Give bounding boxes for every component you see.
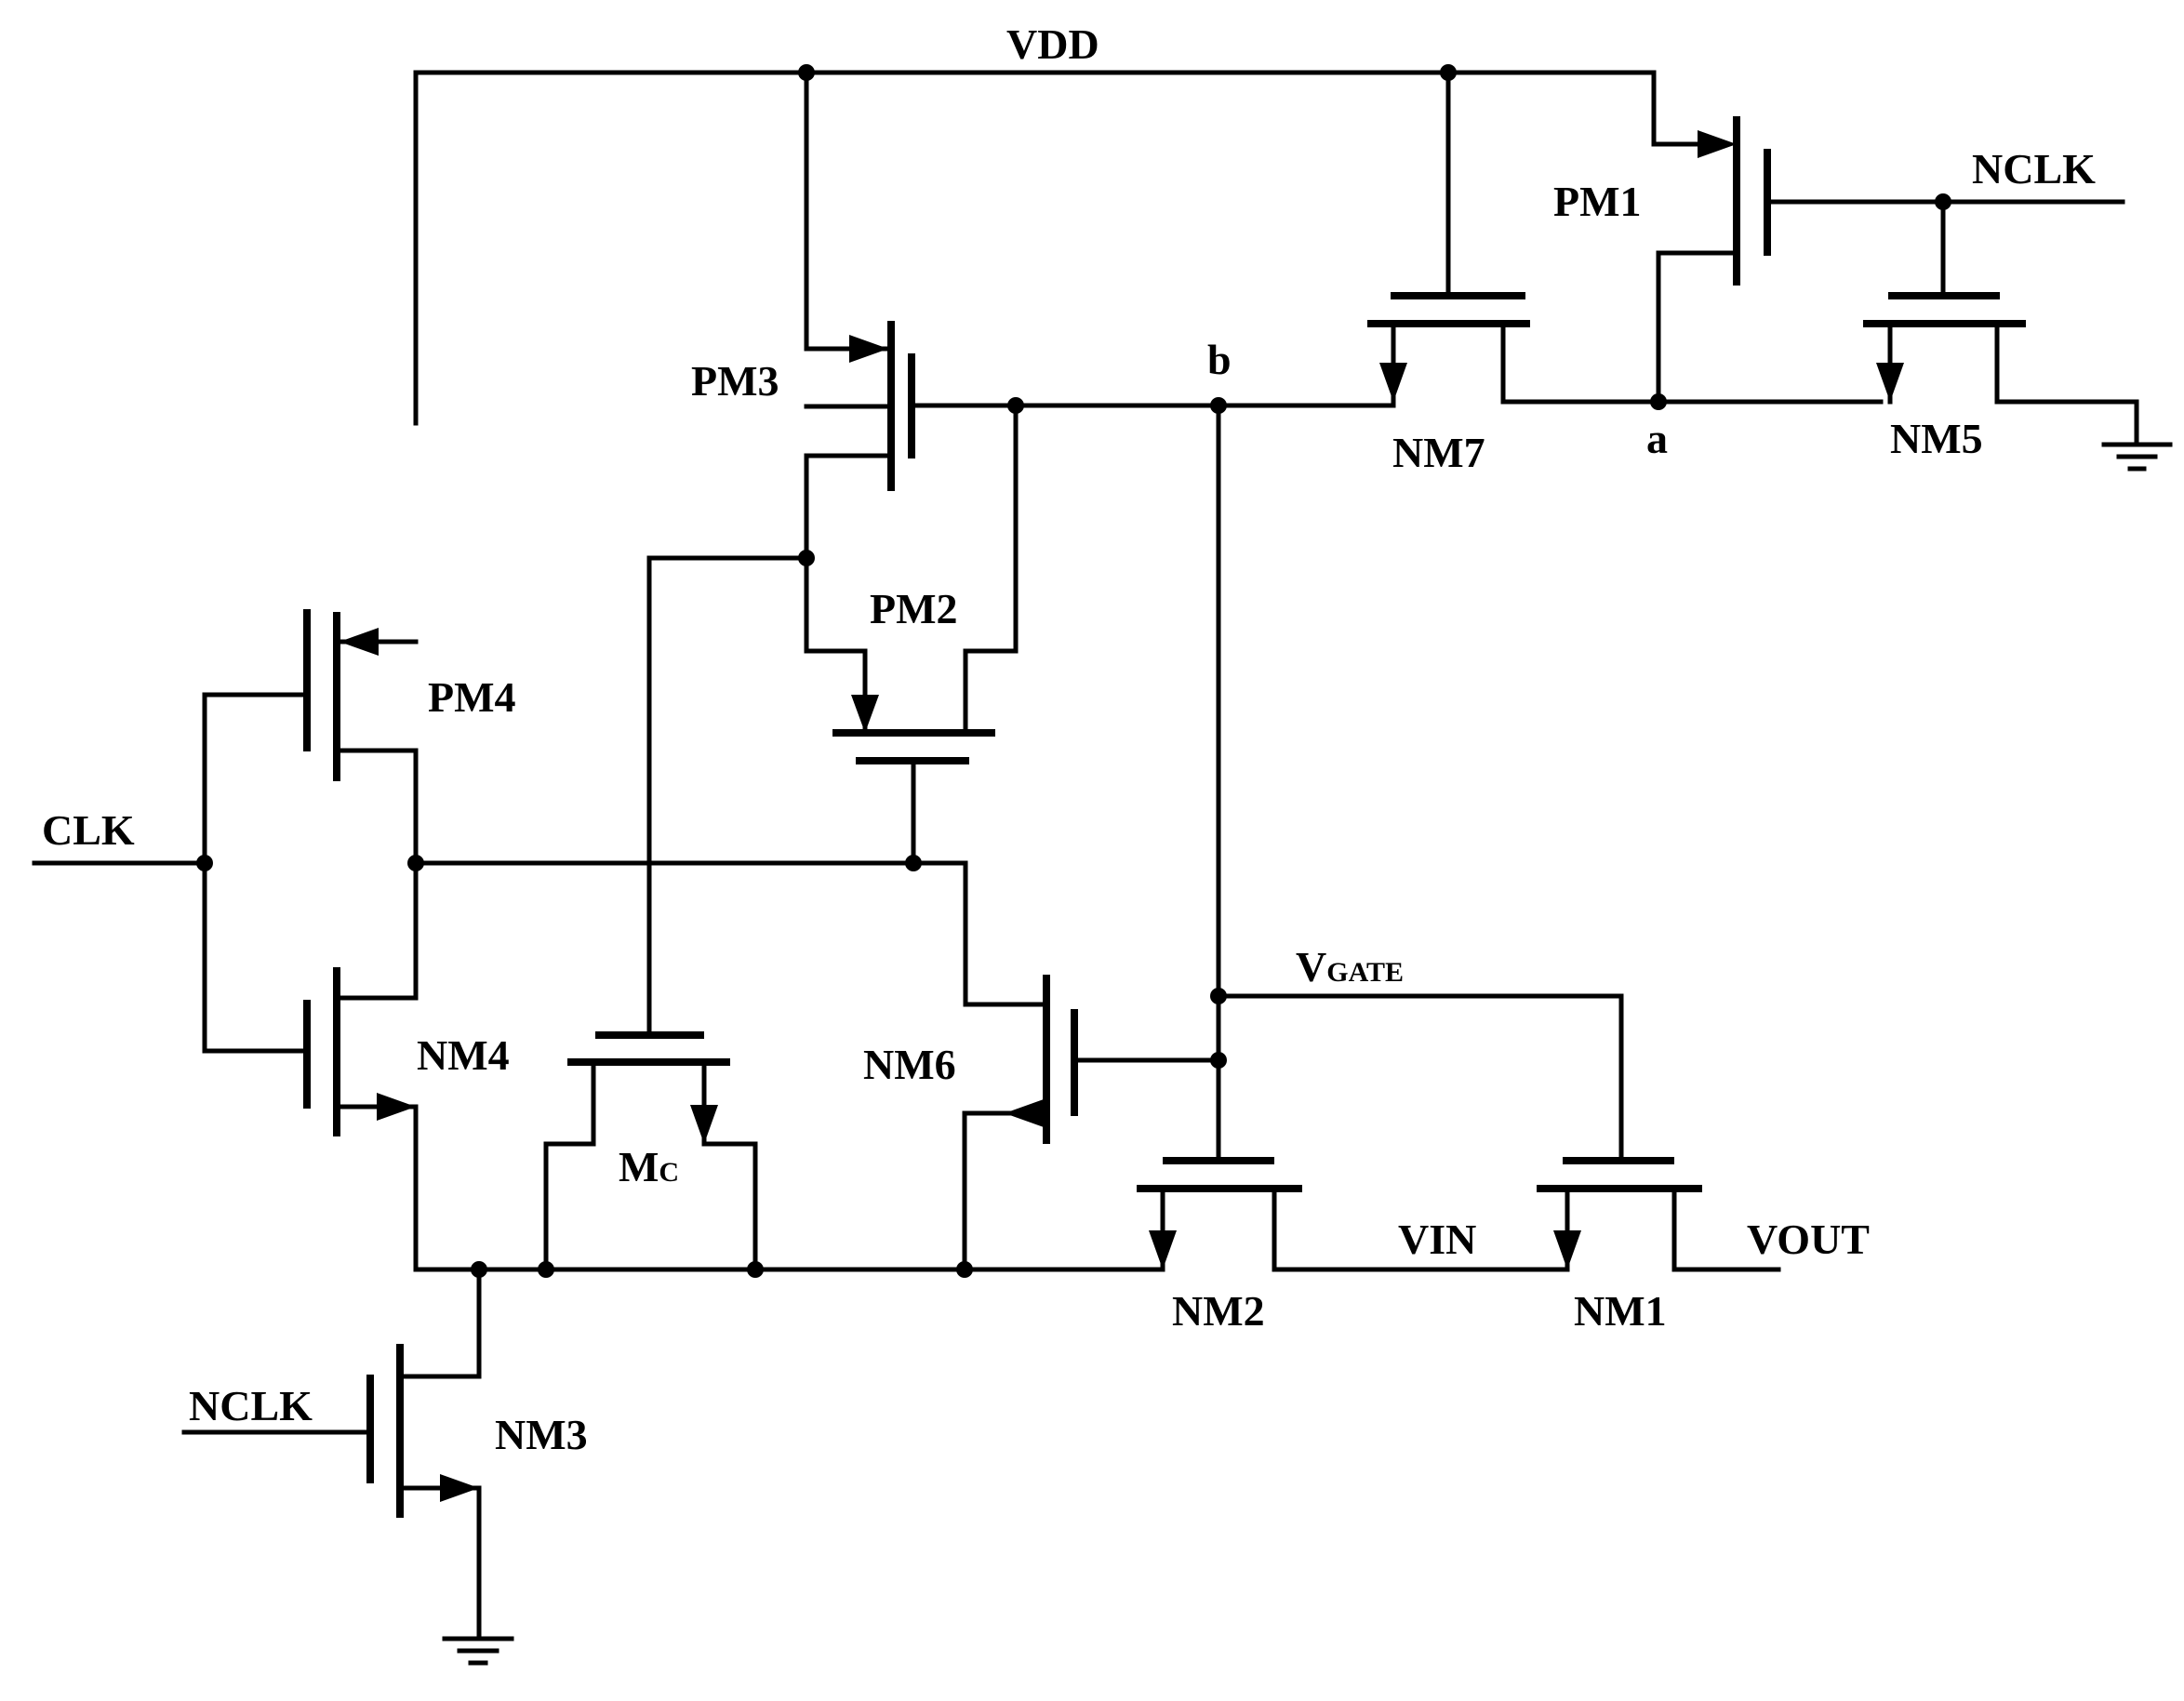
- pm4-label: PM4: [428, 673, 516, 721]
- nm1-label: NM1: [1574, 1287, 1667, 1335]
- nm3-label: NM3: [495, 1411, 588, 1458]
- transistor-pm3: [804, 70, 1227, 561]
- transistor-nm7: [1367, 70, 1884, 410]
- transistor-mc: [543, 1018, 758, 1272]
- vout-label: VOUT: [1747, 1216, 1870, 1263]
- transistor-labels: PM1 PM2 PM3 PM4 NM1 NM2 NM3 NM4 NM5 NM6 …: [417, 178, 1983, 1458]
- node-b-label: b: [1207, 336, 1232, 383]
- node-a-label: a: [1646, 415, 1668, 462]
- vin-label: VIN: [1398, 1216, 1476, 1263]
- net-labels: VDD NCLK NCLK CLK a b VGATE VIN VOUT MC: [42, 20, 2096, 1429]
- pm1-label: PM1: [1553, 178, 1642, 225]
- transistor-pm2: [646, 403, 1019, 1024]
- mc-label: MC: [619, 1143, 679, 1190]
- transistor-nm1: [1216, 993, 1781, 1272]
- transistor-nm2: [1137, 1057, 1570, 1272]
- pm2-label: PM2: [870, 585, 958, 632]
- vdd-rail: [413, 64, 1705, 426]
- pm3-label: PM3: [691, 357, 779, 405]
- nclk-top-label: NCLK: [1972, 145, 2096, 193]
- transistor-nm4: [303, 967, 419, 1272]
- source-rail: [413, 1261, 1165, 1278]
- transistor-nm3: [181, 1267, 514, 1666]
- vdd-label: VDD: [1006, 20, 1099, 68]
- nm6-label: NM6: [863, 1041, 956, 1088]
- nm5-label: NM5: [1890, 415, 1983, 462]
- nclk-bottom-label: NCLK: [189, 1382, 313, 1429]
- clk-label: CLK: [42, 806, 135, 854]
- transistor-nm5: [1863, 199, 2173, 472]
- nm4-label: NM4: [417, 1031, 510, 1079]
- transistor-nm6: [962, 860, 1221, 1272]
- transistor-pm4: [32, 609, 968, 1054]
- nm7-label: NM7: [1392, 429, 1485, 476]
- vgate-label: VGATE: [1296, 943, 1404, 990]
- nm2-label: NM2: [1172, 1287, 1265, 1335]
